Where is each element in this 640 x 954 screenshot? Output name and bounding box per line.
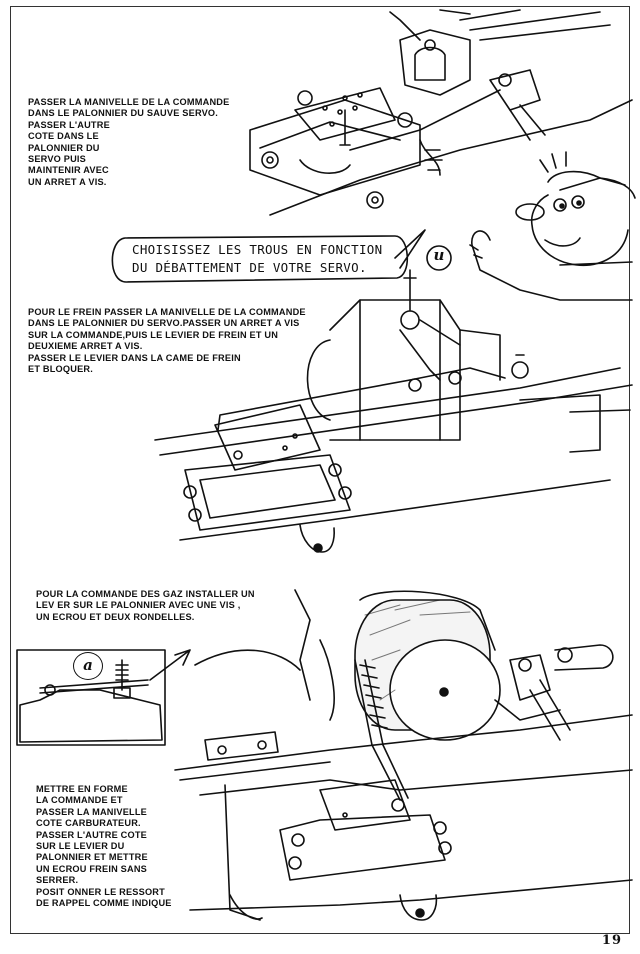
servo-saver-illustration — [249, 9, 633, 216]
instruction-step-2: POUR LE FREIN PASSER LA MANIVELLE DE LA … — [28, 307, 306, 375]
speech-bubble-text: CHOISISSEZ LES TROUS EN FONCTION DU DÉBA… — [132, 242, 383, 275]
mechanic-character — [469, 151, 636, 301]
throttle-linkage-illustration — [16, 589, 633, 921]
instruction-step-1: PASSER LA MANIVELLE DE LA COMMANDE DANS … — [28, 97, 230, 187]
speech-bubble-outline — [111, 235, 409, 283]
instruction-step-3: POUR LA COMMANDE DES GAZ INSTALLER UN LE… — [36, 589, 255, 622]
page-frame — [10, 6, 630, 934]
page-number: 19 — [601, 933, 622, 948]
callout-a-label: a — [73, 652, 103, 680]
callout-u-label: u — [433, 246, 445, 264]
brake-linkage-illustration — [154, 269, 633, 553]
instruction-step-4: METTRE EN FORME LA COMMANDE ET PASSER LA… — [36, 784, 172, 909]
